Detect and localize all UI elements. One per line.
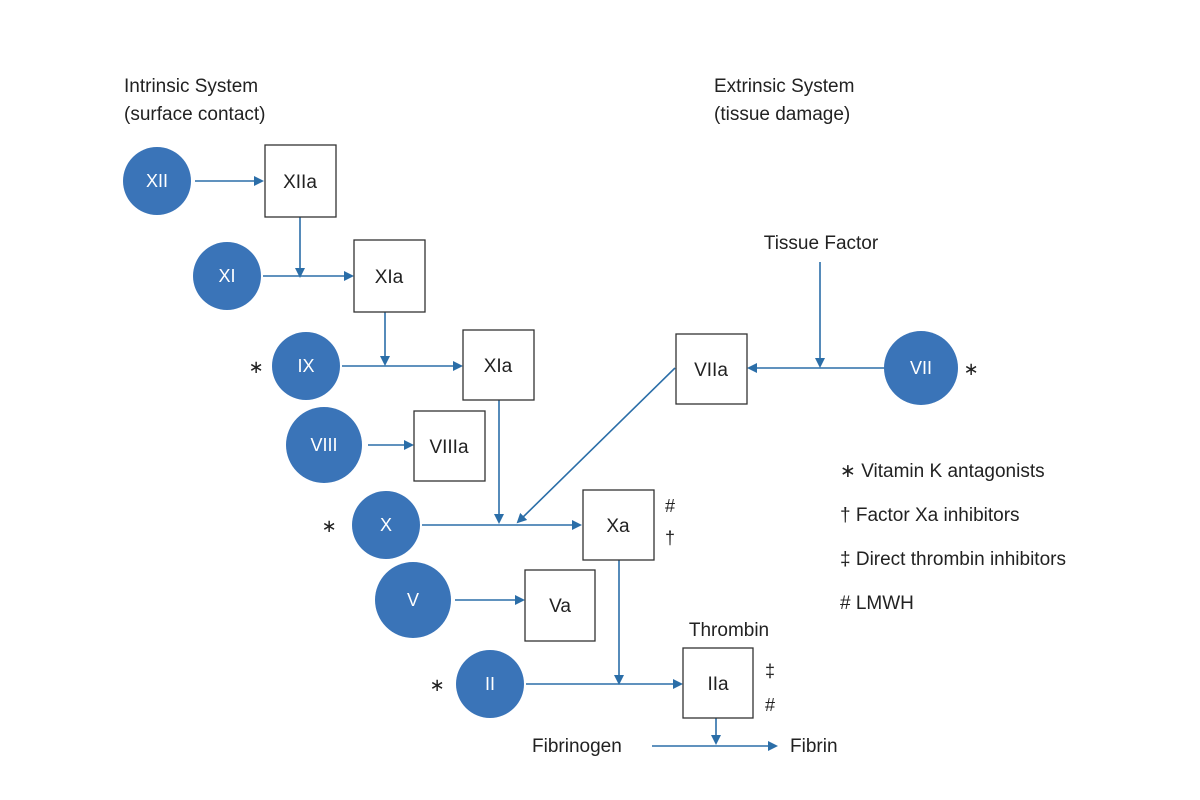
factor-xa-box: Xa xyxy=(582,489,655,561)
factor-viia-label: VIIa xyxy=(694,360,728,381)
tissue-factor-label: Tissue Factor xyxy=(764,233,879,254)
intrinsic-title: Intrinsic System xyxy=(124,76,258,97)
vka-marker-ii: ∗ xyxy=(429,675,444,695)
factor-viii-circle: VIII xyxy=(286,407,362,483)
thrombin-label: Thrombin xyxy=(689,620,769,641)
drug-legend: ∗ Vitamin K antagonists † Factor Xa inhi… xyxy=(840,461,1066,614)
factor-va-box: Va xyxy=(524,569,596,642)
factor-vii-circle: VII xyxy=(884,331,958,405)
factor-xia-label: XIa xyxy=(375,267,404,288)
factor-ii-circle: II xyxy=(456,650,524,718)
factor-xii-circle: XII xyxy=(123,147,191,215)
connectors xyxy=(195,176,885,751)
factor-circles: XII XI IX VIII X V II VII xyxy=(123,147,958,718)
factor-v-circle: V xyxy=(375,562,451,638)
factor-x-label: X xyxy=(380,515,392,535)
extrinsic-title: Extrinsic System xyxy=(714,76,854,97)
legend-item-lmwh: # LMWH xyxy=(840,593,914,614)
vka-marker-x: ∗ xyxy=(321,516,336,536)
factor-va-label: Va xyxy=(549,596,571,617)
lmwh-marker-iia: # xyxy=(765,695,775,715)
factor-viii-label: VIII xyxy=(310,435,337,455)
factor-ix-circle: IX xyxy=(272,332,340,400)
factor-xi-circle: XI xyxy=(193,242,261,310)
factor-ii-label: II xyxy=(485,674,495,694)
factor-v-label: V xyxy=(407,590,419,610)
factor-ix-label: IX xyxy=(297,356,314,376)
factor-iia-label: IIa xyxy=(707,674,729,695)
vka-marker-ix: ∗ xyxy=(248,357,263,377)
dti-marker: ‡ xyxy=(765,661,775,681)
factor-x-circle: X xyxy=(352,491,420,559)
factor-ixa-label: XIa xyxy=(484,356,513,377)
factor-viia-box: VIIa xyxy=(675,333,748,405)
fibrinogen-label: Fibrinogen xyxy=(532,736,622,757)
legend-item-direct-thrombin-inhibitors: ‡ Direct thrombin inhibitors xyxy=(840,549,1066,570)
factor-xiia-box: XIIa xyxy=(264,144,337,218)
vka-marker-vii: ∗ xyxy=(963,359,978,379)
factor-xia-box: XIa xyxy=(353,239,426,313)
extrinsic-system-heading: Extrinsic System (tissue damage) xyxy=(714,76,854,125)
fibrin-label: Fibrin xyxy=(790,736,838,757)
factor-xiia-label: XIIa xyxy=(283,172,317,193)
legend-item-vitamin-k-antagonists: ∗ Vitamin K antagonists xyxy=(840,461,1045,482)
extrinsic-subtitle: (tissue damage) xyxy=(714,104,850,125)
factor-xii-label: XII xyxy=(146,171,168,191)
pathway-labels: Tissue Factor Thrombin Fibrinogen Fibrin xyxy=(532,233,879,757)
lmwh-marker-xa: # xyxy=(665,496,675,516)
activated-factor-boxes: XIIa XIa XIa VIIIa Xa Va IIa VIIa xyxy=(264,144,754,719)
factor-viiia-box: VIIIa xyxy=(413,410,486,482)
factor-iia-box: IIa xyxy=(682,647,754,719)
intrinsic-system-heading: Intrinsic System (surface contact) xyxy=(124,76,266,125)
drug-target-markers: ∗ ∗ ∗ ∗ # † ‡ # xyxy=(248,357,978,715)
legend-item-factor-xa-inhibitors: † Factor Xa inhibitors xyxy=(840,505,1020,526)
factor-viiia-label: VIIIa xyxy=(429,437,469,458)
factor-vii-label: VII xyxy=(910,358,932,378)
xa-inhibitor-marker: † xyxy=(665,528,675,548)
factor-xa-label: Xa xyxy=(606,516,630,537)
arrow-viia-to-x xyxy=(516,367,676,524)
factor-ixa-box: XIa xyxy=(462,329,535,401)
intrinsic-subtitle: (surface contact) xyxy=(124,104,266,125)
factor-xi-label: XI xyxy=(218,266,235,286)
